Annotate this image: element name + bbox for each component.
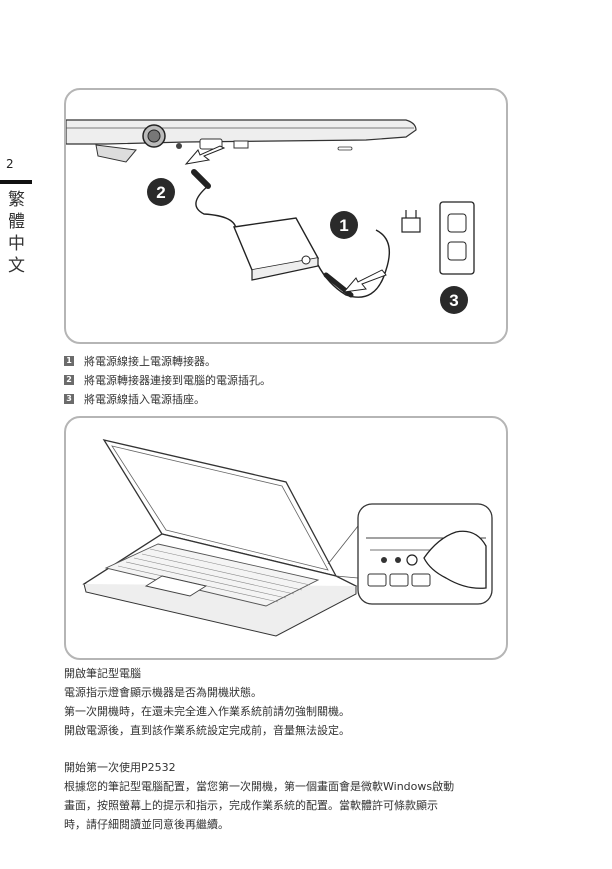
section-title: 開始第一次使用P2532	[64, 761, 176, 774]
power-on-section: 開啟筆記型電腦 電源指示燈會顯示機器是否為開機狀態。 第一次開機時，在還未完全進…	[64, 664, 554, 740]
section-title: 開啟筆記型電腦	[64, 667, 141, 680]
step-item: 1 將電源線接上電源轉接器。	[64, 351, 524, 370]
section-line: 根據您的筆記型電腦配置，當您第一次開機，第一個畫面會是微軟Windows啟動	[64, 780, 455, 793]
step-number-badge: 3	[64, 393, 74, 404]
laptop-power-button-illustration	[82, 439, 493, 637]
section-line: 電源指示燈會顯示機器是否為開機狀態。	[64, 686, 262, 699]
section-line: 開啟電源後，直到該作業系統設定完成前，音量無法設定。	[64, 724, 350, 737]
section-line: 畫面，按照螢幕上的提示和指示，完成作業系統的配置。當軟體許可條款顯示	[64, 799, 438, 812]
power-connection-illustration: 1 2 3	[66, 119, 475, 314]
callout-2: 2	[156, 183, 165, 202]
side-language-title: 繁 體 中 文	[8, 189, 28, 277]
side-tab-bar	[0, 180, 32, 184]
step-text: 將電源轉接器連接到電腦的電源插孔。	[84, 373, 271, 387]
side-title-char: 體	[8, 212, 25, 232]
power-on-figure	[64, 416, 508, 660]
first-use-section: 開始第一次使用P2532 根據您的筆記型電腦配置，當您第一次開機，第一個畫面會是…	[64, 758, 554, 834]
step-number-badge: 2	[64, 374, 74, 385]
step-number-badge: 1	[64, 355, 74, 366]
callout-3: 3	[449, 291, 458, 310]
side-title-char: 文	[8, 256, 25, 276]
section-line: 時，請仔細閱讀並同意後再繼續。	[64, 818, 229, 831]
setup-steps-list: 1 將電源線接上電源轉接器。 2 將電源轉接器連接到電腦的電源插孔。 3 將電源…	[64, 351, 524, 408]
step-item: 2 將電源轉接器連接到電腦的電源插孔。	[64, 370, 524, 389]
step-text: 將電源線接上電源轉接器。	[84, 354, 216, 368]
callout-1: 1	[339, 216, 348, 235]
step-text: 將電源線插入電源插座。	[84, 392, 205, 406]
power-connection-figure: 1 2 3	[64, 88, 508, 344]
side-title-char: 繁	[8, 190, 25, 210]
side-title-char: 中	[8, 234, 25, 254]
page-number: 2	[6, 157, 14, 171]
section-line: 第一次開機時，在還未完全進入作業系統前請勿強制關機。	[64, 705, 350, 718]
step-item: 3 將電源線插入電源插座。	[64, 389, 524, 408]
